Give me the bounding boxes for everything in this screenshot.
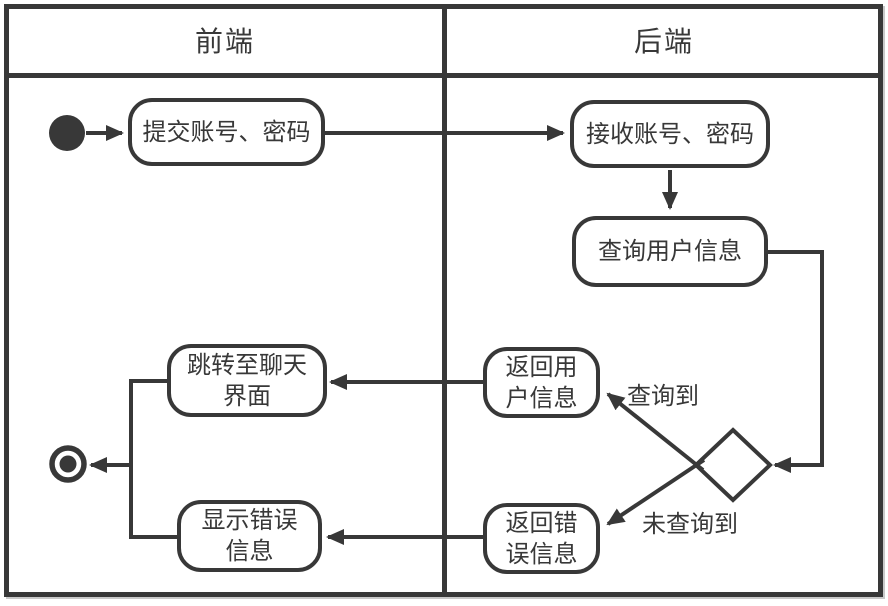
final-node-dot <box>59 455 77 473</box>
lane-header-backend: 后端 <box>448 9 880 71</box>
activity-label: 跳转至聊天 <box>187 350 307 379</box>
activity-label: 提交账号、密码 <box>142 117 311 146</box>
activity-return-user-info: 返回用 户信息 <box>483 347 600 418</box>
activity-label: 接收账号、密码 <box>586 119 754 148</box>
activity-label: 误信息 <box>505 539 578 568</box>
activity-label: 返回用 <box>505 352 578 381</box>
final-node <box>49 445 87 483</box>
edge-merge-lines <box>129 379 177 539</box>
activity-label: 查询用户信息 <box>598 237 742 266</box>
activity-label: 户信息 <box>505 383 578 412</box>
activity-receive-credentials: 接收账号、密码 <box>570 100 770 168</box>
activity-jump-to-chat: 跳转至聊天 界面 <box>167 344 327 417</box>
lane-title: 后端 <box>633 25 694 58</box>
activity-submit-credentials: 提交账号、密码 <box>128 98 325 166</box>
activity-query-user-info: 查询用户信息 <box>572 216 768 287</box>
activity-show-error-info: 显示错误 信息 <box>177 500 322 572</box>
start-node <box>49 115 85 151</box>
activity-label: 界面 <box>223 381 271 410</box>
activity-label: 信息 <box>225 537 274 565</box>
activity-label: 显示错误 <box>201 506 298 535</box>
edge-decision-to-return-error <box>606 458 706 526</box>
decision-diamond <box>693 427 773 503</box>
edge-label-found: 查询到 <box>627 382 699 410</box>
lane-divider <box>442 4 447 597</box>
edge-label-not-found: 未查询到 <box>642 510 738 538</box>
activity-return-error-info: 返回错 误信息 <box>483 503 600 574</box>
lane-header-frontend: 前端 <box>9 9 441 71</box>
edge-decision-to-return-user <box>606 392 705 472</box>
edge-query-to-decision <box>768 250 824 473</box>
activity-label: 返回错 <box>505 508 578 537</box>
lane-title: 前端 <box>194 25 255 58</box>
